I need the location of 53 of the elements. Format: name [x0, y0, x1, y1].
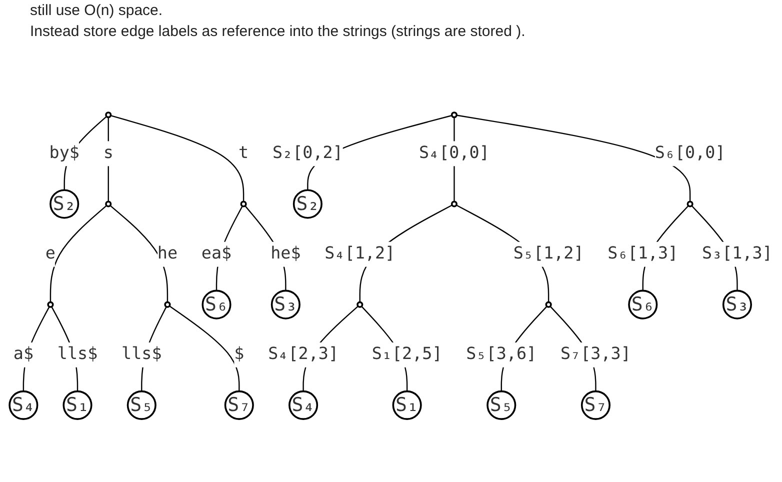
note-text: still use O(n) space. — [30, 2, 164, 19]
node-circle: S₁ — [392, 390, 422, 420]
node-circle: S₄ — [8, 390, 38, 420]
node-circle: S₃ — [270, 290, 300, 320]
connector — [110, 114, 244, 202]
node-circle: S₅ — [486, 390, 516, 420]
edge-label: ea$ — [201, 244, 232, 264]
connector — [169, 305, 240, 392]
node-circle: S₁ — [62, 390, 92, 420]
edge-label: S₆[1,3] — [608, 244, 678, 264]
node-circle — [450, 200, 458, 208]
node-circle: S₅ — [126, 390, 156, 420]
edge-label: lls$ — [122, 344, 162, 364]
edge-label: S₃[1,3] — [702, 244, 772, 264]
node-circle — [105, 200, 112, 208]
node-circle: S₆ — [628, 290, 658, 320]
node-circle: S₂ — [50, 189, 80, 219]
node-circle — [240, 200, 247, 208]
edge-label: s — [103, 144, 114, 163]
edge-label: t — [238, 144, 249, 163]
edge-label: S₅[1,2] — [513, 244, 584, 264]
edge-label: S₁[2,5] — [372, 344, 442, 364]
node-circle: S₄ — [288, 390, 318, 420]
edge-label: S₇[3,3] — [560, 344, 631, 364]
edge-label: S₆[0,0] — [654, 144, 726, 163]
edge-label: S₂[0,2] — [272, 144, 343, 163]
edge-label: $ — [234, 344, 244, 364]
node-circle: S₇ — [224, 390, 254, 420]
node-circle: S₇ — [580, 390, 610, 420]
node-circle: S₃ — [722, 290, 752, 320]
connector — [50, 205, 107, 302]
edge-label: S₅[3,6] — [466, 344, 537, 364]
node-circle — [356, 301, 364, 308]
node-circle — [105, 112, 112, 118]
connector — [110, 205, 168, 302]
node-circle — [545, 301, 552, 308]
node-circle — [164, 301, 171, 308]
edge-label: S₄[0,0] — [418, 144, 490, 163]
edge-label: S₄[2,3] — [268, 344, 339, 364]
edge-label: lls$ — [57, 344, 98, 364]
connector — [456, 114, 691, 202]
node-circle: S₆ — [202, 290, 232, 320]
edge-label: he$ — [270, 244, 301, 264]
node-circle — [450, 112, 458, 118]
node-circle — [47, 301, 54, 308]
edge-label: he — [157, 244, 178, 264]
note-text: Instead store edge labels as reference into the strings (strings are stored ). — [30, 23, 526, 40]
edge-label: e — [45, 244, 56, 264]
edge-label: by$ — [49, 144, 80, 163]
node-circle: S₂ — [292, 189, 322, 219]
edge-label: S₄[1,2] — [324, 244, 396, 264]
node-circle — [686, 200, 694, 208]
edge-label: a$ — [13, 344, 34, 364]
